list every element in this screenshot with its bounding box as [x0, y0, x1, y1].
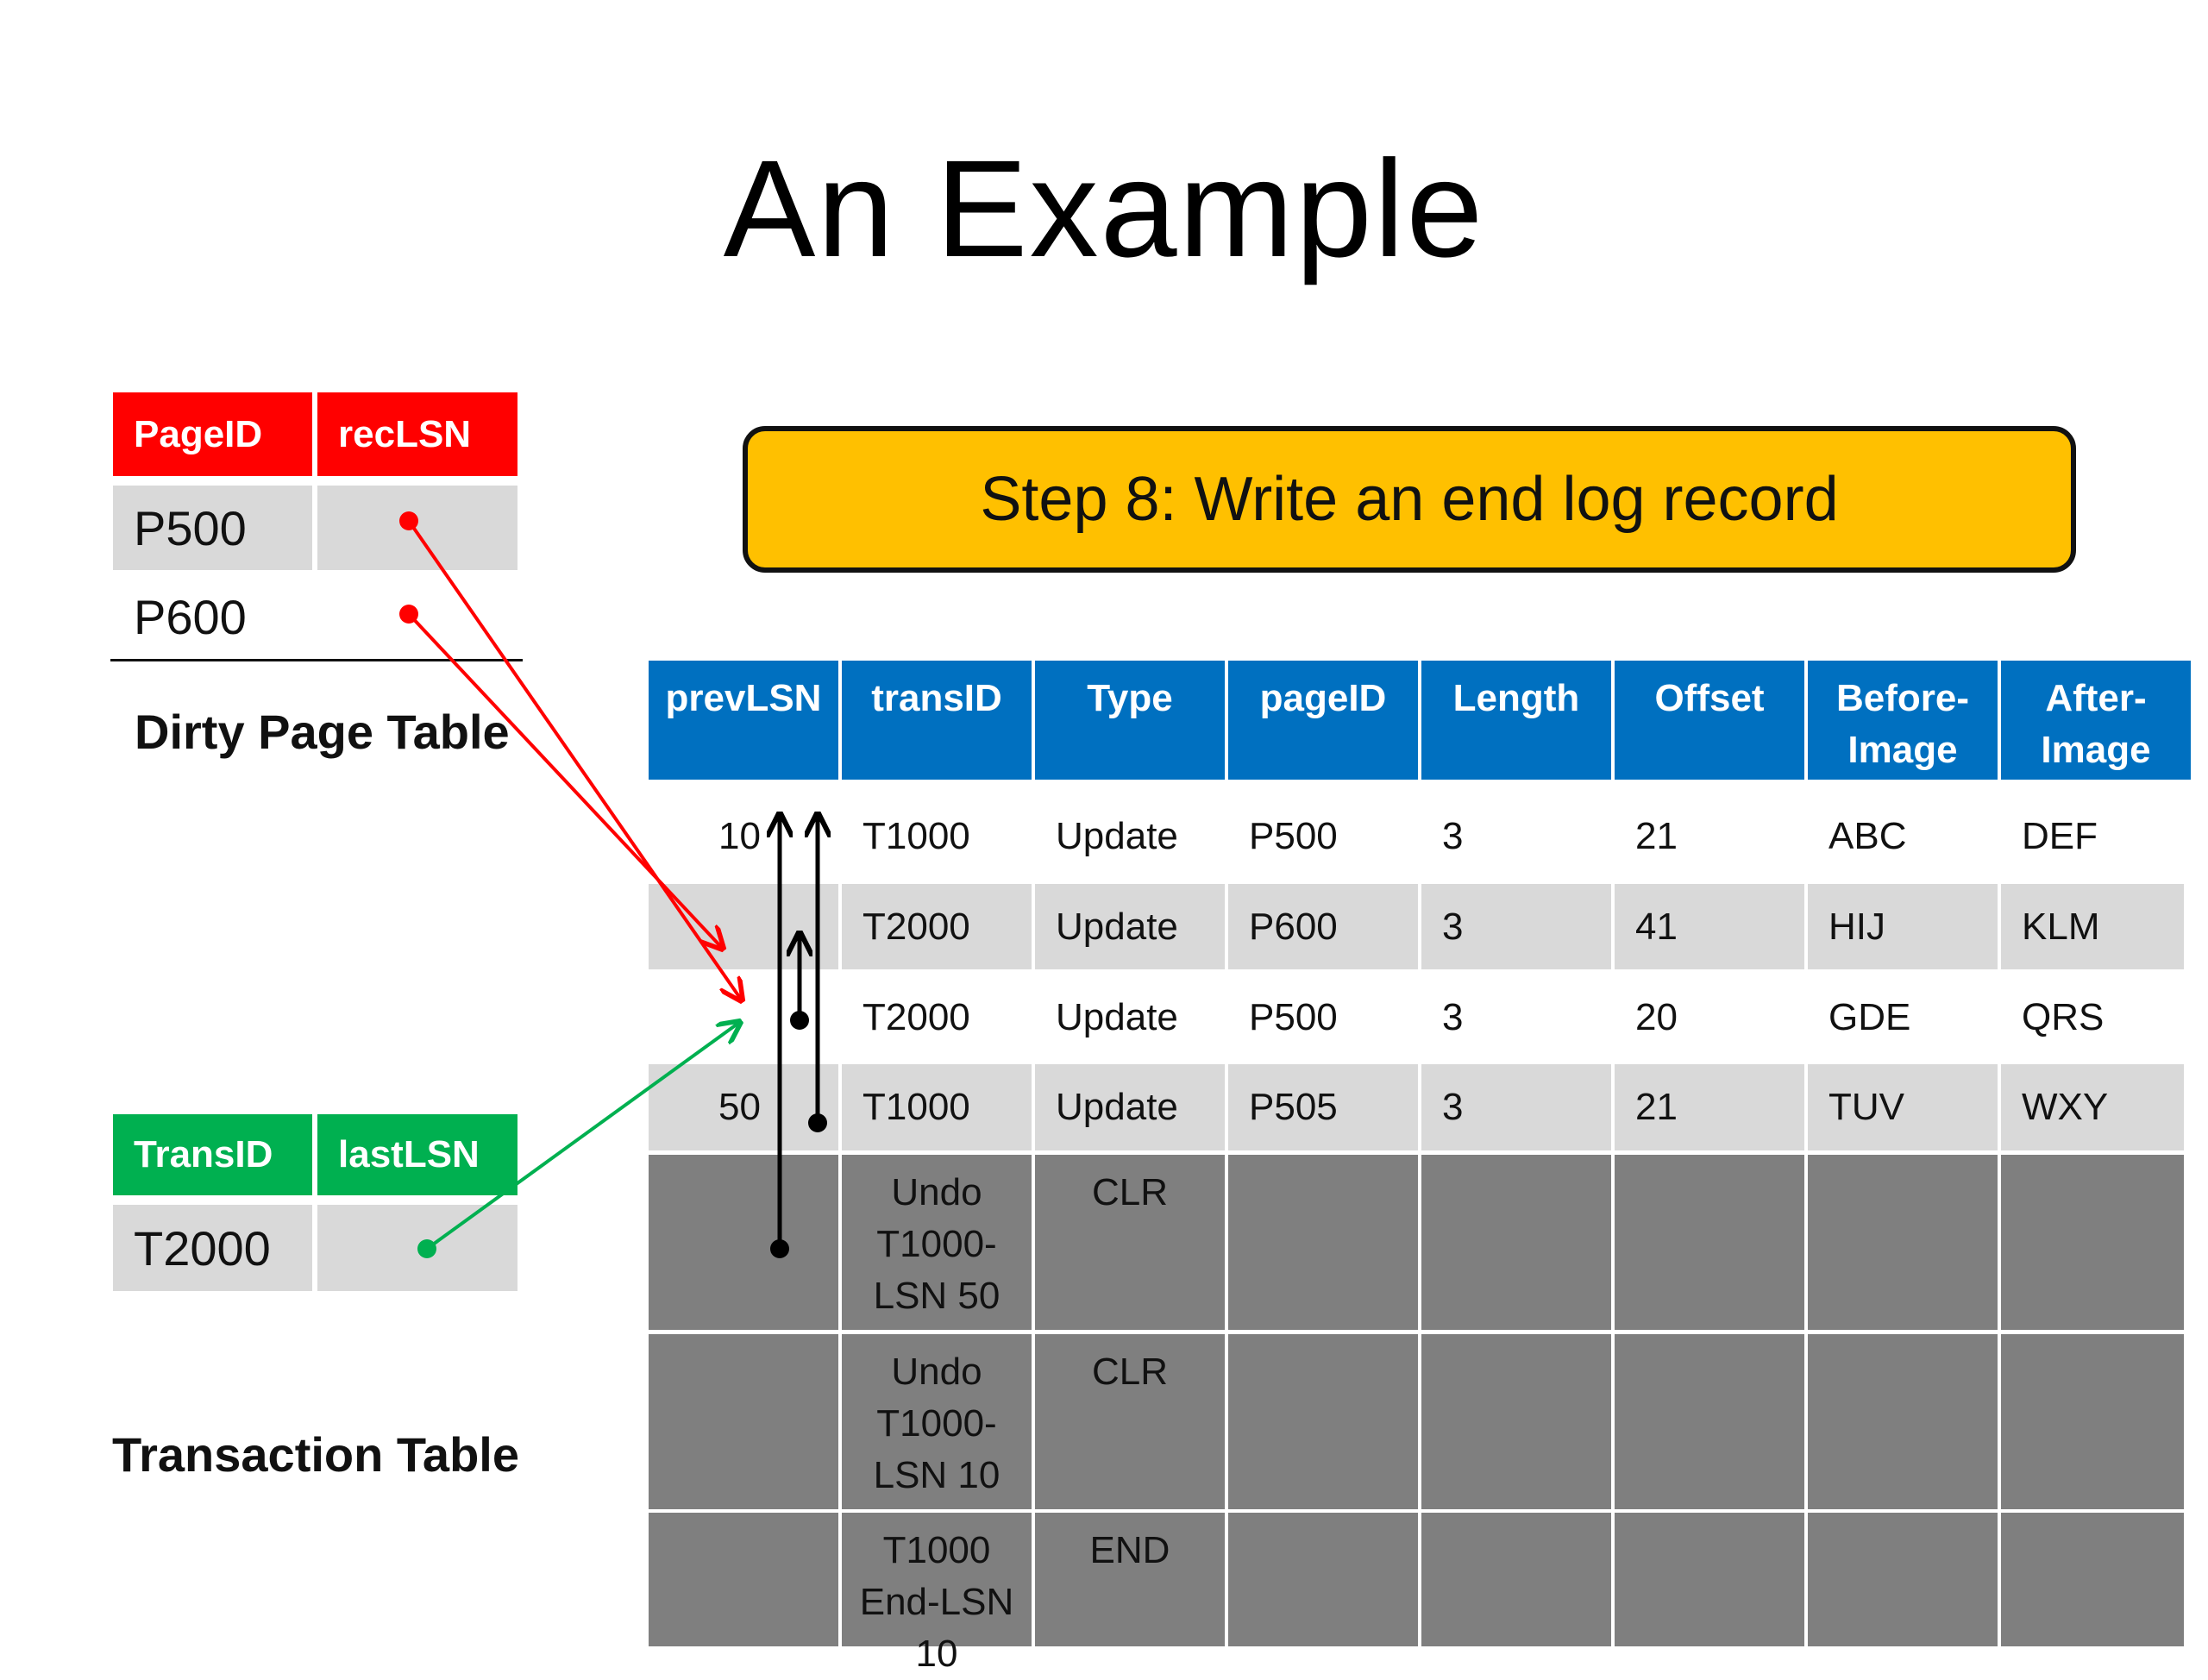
log-row	[649, 1155, 2184, 1330]
log-cell-length: 3	[1442, 905, 1464, 948]
log-row	[649, 975, 2184, 1060]
log-cell-type: CLR	[1091, 1351, 1169, 1393]
dirty-page-header-pageid: PageID	[113, 392, 312, 476]
column-divider	[1225, 661, 1228, 1646]
log-row	[649, 1334, 2184, 1509]
transaction-table-caption: Transaction Table	[112, 1427, 519, 1482]
pointer-arrow	[407, 519, 742, 1000]
prevlsn-pointer-clr	[770, 814, 789, 1258]
trans-header-lastlsn: lastLSN	[317, 1114, 518, 1195]
log-cell-before: TUV	[1828, 1086, 1904, 1128]
trans-header-transid: TransID	[113, 1114, 312, 1195]
log-cell-type: Update	[1056, 995, 1178, 1038]
log-row	[649, 884, 2184, 969]
log-cell-trans-id: T1000 End-LSN 10	[859, 1529, 1014, 1675]
log-cell-before: GDE	[1828, 995, 1911, 1038]
dirty-page-row-reclsn	[317, 486, 518, 570]
log-cell-type: CLR	[1091, 1171, 1169, 1213]
column-divider	[838, 661, 842, 1646]
column-divider	[1611, 661, 1615, 1646]
dirty-page-row-pageid: P500	[113, 486, 312, 570]
log-cell-page-id: P500	[1249, 814, 1338, 857]
log-cell-before: ABC	[1828, 814, 1907, 857]
log-cell-offset: 20	[1635, 995, 1678, 1038]
log-cell-after: WXY	[2022, 1086, 2109, 1128]
log-header-length: Length	[1421, 661, 1611, 780]
log-cell-before: HIJ	[1828, 905, 1885, 948]
trans-row-lastlsn	[317, 1205, 518, 1291]
log-cell-trans-id: T2000	[862, 905, 970, 948]
log-cell-after: DEF	[2022, 814, 2098, 857]
row-divider	[649, 1509, 2184, 1513]
log-header-type: Type	[1035, 661, 1225, 780]
log-cell-type: Update	[1056, 1086, 1178, 1128]
log-cell-after: QRS	[2022, 995, 2104, 1038]
prevlsn-pointer-t1000	[808, 814, 827, 1132]
reclsn-pointer-p600	[399, 605, 723, 949]
log-header-page-id: pageID	[1228, 661, 1418, 780]
prevlsn-pointer-t2000	[790, 933, 809, 1030]
log-row	[649, 1513, 2184, 1646]
log-cell-trans-id: T1000	[862, 1086, 970, 1128]
pointer-arrow	[425, 1022, 740, 1251]
log-cell-offset: 41	[1635, 905, 1678, 948]
column-divider	[1032, 661, 1035, 1646]
pointer-arrow	[407, 612, 723, 949]
log-header-trans-id: transID	[842, 661, 1032, 780]
log-cell-type: Update	[1056, 905, 1178, 948]
log-cell-page-id: P600	[1249, 905, 1338, 948]
log-cell-offset: 21	[1635, 814, 1678, 857]
log-cell-trans-id: T1000	[862, 814, 970, 857]
log-cell-trans-id: Undo T1000-LSN 50	[873, 1171, 1000, 1317]
row-divider	[649, 1330, 2184, 1333]
slide-title: An Example	[723, 131, 1485, 285]
log-cell-offset: 21	[1635, 1086, 1678, 1128]
dirty-page-row-pageid: P600	[134, 589, 247, 644]
log-header-offset: Offset	[1615, 661, 1804, 780]
lastlsn-pointer-t2000	[417, 1022, 740, 1258]
column-divider	[1418, 661, 1421, 1646]
step-banner: Step 8: Write an end log record	[743, 426, 2076, 573]
log-header-after: After-Image	[2001, 661, 2191, 780]
log-cell-page-id: P500	[1249, 995, 1338, 1038]
log-cell-page-id: P505	[1249, 1086, 1338, 1128]
log-row	[649, 793, 2184, 879]
log-cell-type: END	[1089, 1529, 1170, 1571]
log-header-before: Before-Image	[1808, 661, 1998, 780]
log-cell-trans-id: Undo T1000-LSN 10	[873, 1351, 1000, 1496]
log-cell-length: 3	[1442, 814, 1464, 857]
log-cell-length: 3	[1442, 995, 1464, 1038]
reclsn-pointer-p500	[399, 511, 742, 1000]
log-cell-prev-lsn: 10	[718, 814, 761, 857]
column-divider	[1804, 661, 1808, 1646]
log-cell-type: Update	[1056, 814, 1178, 857]
log-cell-prev-lsn: 50	[718, 1086, 761, 1128]
log-row	[649, 1064, 2184, 1150]
step-label: Step 8: Write an end log record	[980, 465, 1839, 534]
log-cell-trans-id: T2000	[862, 995, 970, 1038]
log-cell-after: KLM	[2022, 905, 2100, 948]
log-header-prev-lsn: prevLSN	[649, 661, 838, 780]
dirty-page-header-reclsn: recLSN	[317, 392, 518, 476]
log-cell-length: 3	[1442, 1086, 1464, 1128]
trans-row-transid: T2000	[113, 1205, 312, 1291]
dirty-page-table-caption: Dirty Page Table	[135, 705, 510, 759]
column-divider	[1998, 661, 2001, 1646]
table-rule	[110, 659, 523, 661]
